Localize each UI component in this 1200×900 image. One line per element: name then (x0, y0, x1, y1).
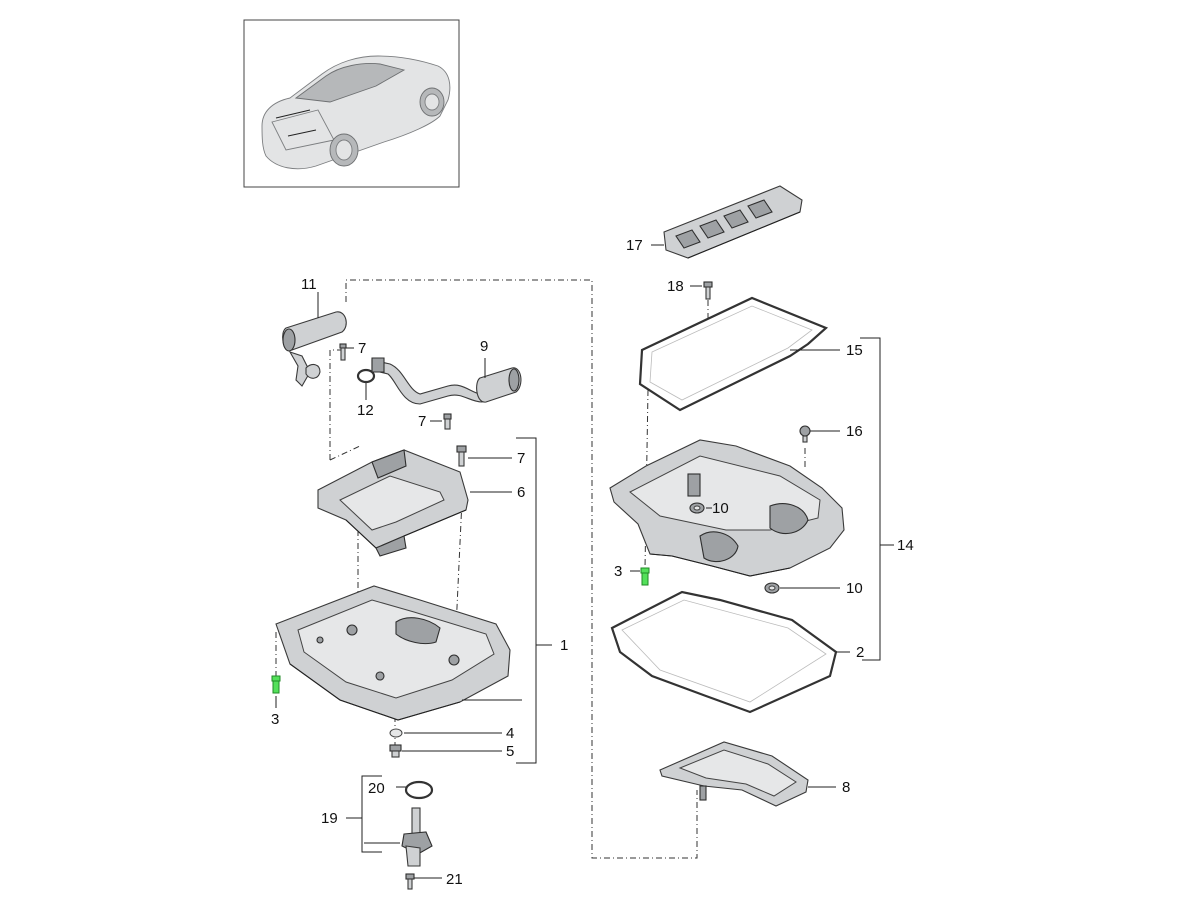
callout-11-label: 11 (301, 276, 317, 293)
callout-18: 18 (667, 278, 684, 295)
part-1-oil-pan-lower (275, 585, 511, 721)
callout-16: 16 (846, 423, 863, 440)
callout-10-lower: 10 (846, 580, 863, 597)
part-12-o-ring (356, 368, 376, 384)
part-19-oil-level-sensor (401, 807, 433, 867)
callout-5: 5 (506, 743, 514, 760)
leader-lines (275, 244, 850, 879)
callout-6: 6 (517, 484, 525, 501)
callout-20: 20 (368, 780, 385, 797)
part-17-cover-plate (663, 185, 803, 259)
part-6-baffle-frame (317, 449, 469, 557)
vehicle-thumbnail (243, 19, 460, 188)
bolt-16 (799, 425, 811, 443)
bracket-part-14 (860, 337, 881, 661)
callout-10-upper: 10 (712, 500, 729, 517)
part-14-oil-pan-upper (609, 439, 845, 577)
callout-17: 17 (626, 237, 643, 254)
part-10-seal-ring-upper (689, 502, 705, 514)
part-4-seal-ring (389, 728, 403, 738)
bolt-21 (405, 873, 415, 890)
brackets (346, 337, 894, 853)
callout-7-lower: 7 (418, 413, 426, 430)
car-illustration (261, 55, 451, 170)
callout-19: 19 (321, 810, 338, 827)
part-2-gasket-lower (610, 590, 838, 714)
callout-7-frame: 7 (517, 450, 525, 467)
bolt-3-right-highlighted (640, 567, 650, 586)
callout-8: 8 (842, 779, 850, 796)
part-8-skid-plate (659, 741, 809, 807)
part-5-drain-plug (389, 744, 402, 758)
bracket-part-19 (361, 775, 382, 853)
bolt-3-left-highlighted (271, 675, 281, 694)
callout-3-right: 3 (614, 563, 622, 580)
callout-15: 15 (846, 342, 863, 359)
callout-7-upper: 7 (358, 340, 366, 357)
bolt-18 (703, 281, 713, 300)
callout-1: 1 (560, 637, 568, 654)
part-11-oil-separator (282, 311, 347, 387)
callout-labels: 21 1 2 3 3 4 5 6 7 7 7 8 9 10 10 11 12 1… (271, 237, 914, 888)
callout-9: 9 (480, 338, 488, 355)
bolt-7-lower (443, 413, 452, 430)
callout-12: 12 (357, 402, 374, 419)
callout-21: 21 (446, 871, 463, 888)
bracket-part-1 (516, 437, 537, 764)
bolt-7-frame (456, 445, 467, 467)
callout-4: 4 (506, 725, 514, 742)
part-20-o-ring (404, 780, 434, 800)
bolt-7-upper (339, 343, 347, 361)
part-15-gasket-upper (638, 296, 829, 412)
part-9-breather-hose (371, 357, 522, 405)
callout-2: 2 (856, 644, 864, 661)
part-10-seal-ring-lower (764, 582, 780, 594)
callout-14: 14 (897, 537, 914, 554)
callout-3-left: 3 (271, 711, 279, 728)
